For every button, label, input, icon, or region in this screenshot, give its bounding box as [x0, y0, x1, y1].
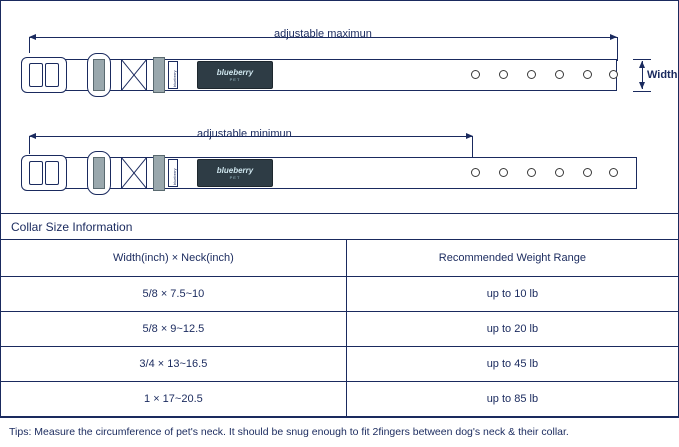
- strap-tag-min: blueberry: [172, 168, 177, 185]
- brand-plate-max: blueberry PET: [197, 61, 273, 89]
- cell-weight: up to 10 lb: [346, 276, 678, 312]
- hole: [555, 70, 564, 79]
- buckle-bar-min: [29, 161, 43, 185]
- cell-weight: up to 85 lb: [346, 381, 678, 417]
- brand-sub-min: PET: [229, 175, 241, 180]
- cell-size: 3/4 × 13~16.5: [1, 346, 347, 382]
- tips-text: Tips: Measure the circumference of pet's…: [9, 426, 569, 438]
- brand-name-max: blueberry: [216, 68, 254, 77]
- keeper-left-min: [93, 157, 105, 189]
- hole: [471, 168, 480, 177]
- collar-size-table: Width(inch) × Neck(inch) Recommended Wei…: [1, 240, 678, 417]
- buckle-bar2-max: [45, 63, 59, 87]
- keeper-left-max: [93, 59, 105, 91]
- cell-weight: up to 45 lb: [346, 346, 678, 382]
- cell-size: 1 × 17~20.5: [1, 381, 347, 417]
- brand-sub-max: PET: [229, 77, 241, 82]
- keeper-right-min: [153, 155, 165, 191]
- width-guide-top: [633, 59, 651, 60]
- label-width: Width: [647, 69, 678, 81]
- buckle-bar-max: [29, 63, 43, 87]
- cell-size: 5/8 × 9~12.5: [1, 311, 347, 347]
- hole: [499, 70, 508, 79]
- hole: [609, 168, 618, 177]
- cell-weight: up to 20 lb: [346, 311, 678, 347]
- collar-size-guide: adjustable maximun blueberry blueberry P…: [0, 0, 679, 438]
- cell-size: 5/8 × 7.5~10: [1, 276, 347, 312]
- width-guide-bottom: [633, 91, 651, 92]
- arrow-width: [639, 61, 645, 89]
- hole: [471, 70, 480, 79]
- tag-box-max: [168, 61, 178, 89]
- buckle-bar2-min: [45, 161, 59, 185]
- brand-plate-min: blueberry PET: [197, 159, 273, 187]
- hole: [583, 70, 592, 79]
- table-row: 5/8 × 7.5~10 up to 10 lb: [1, 276, 678, 312]
- label-adjustable-minimum: adjustable minimun: [197, 128, 292, 140]
- arrow-adjustable-maximum: [29, 34, 617, 40]
- slider-cross-min: [121, 157, 147, 189]
- hole: [583, 168, 592, 177]
- tick-max-left: [29, 37, 30, 53]
- tick-max-right: [617, 37, 618, 61]
- hole: [499, 168, 508, 177]
- section-title-collar-size-information: Collar Size Information: [1, 214, 678, 240]
- table-row: 1 × 17~20.5 up to 85 lb: [1, 381, 678, 417]
- collar-diagram: adjustable maximun blueberry blueberry P…: [1, 1, 678, 214]
- buckle-outer-min: [21, 155, 67, 191]
- hole: [527, 70, 536, 79]
- buckle-outer-max: [21, 57, 67, 93]
- hole: [555, 168, 564, 177]
- arrow-adjustable-minimum: [29, 133, 473, 139]
- hole: [609, 70, 618, 79]
- slider-cross-max: [121, 59, 147, 91]
- tag-box-min: [168, 159, 178, 187]
- column-header-width-neck: Width(inch) × Neck(inch): [1, 240, 347, 277]
- table-header-row: Width(inch) × Neck(inch) Recommended Wei…: [1, 240, 678, 277]
- tick-min-left: [29, 136, 30, 154]
- table-row: 3/4 × 13~16.5 up to 45 lb: [1, 346, 678, 382]
- column-header-weight-range: Recommended Weight Range: [346, 240, 678, 277]
- table-row: 5/8 × 9~12.5 up to 20 lb: [1, 311, 678, 347]
- hole: [527, 168, 536, 177]
- brand-name-min: blueberry: [216, 166, 254, 175]
- keeper-right-max: [153, 57, 165, 93]
- label-adjustable-maximum: adjustable maximun: [274, 28, 372, 40]
